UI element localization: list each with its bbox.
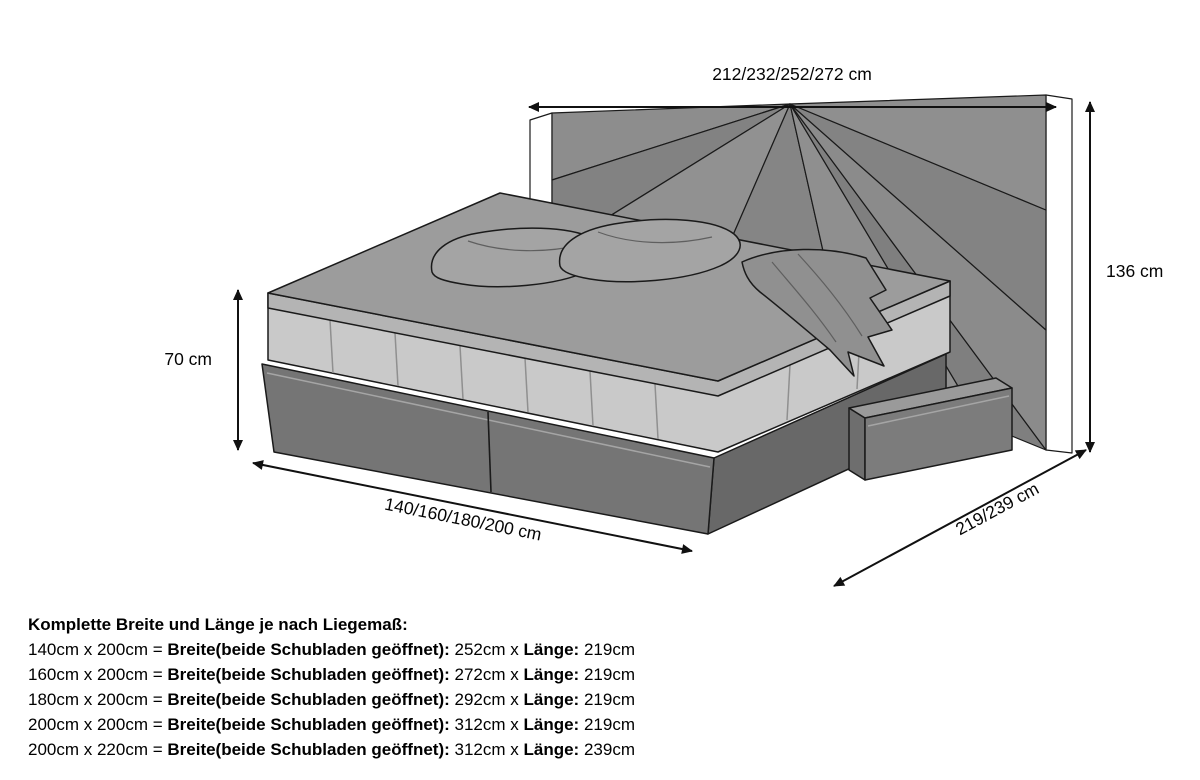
- breite-label: Breite(beide Schubladen geöffnet):: [167, 640, 450, 659]
- laenge-value: 219cm: [579, 690, 635, 709]
- laenge-label: Länge:: [523, 640, 580, 659]
- laenge-label: Länge:: [523, 665, 580, 684]
- laenge-label: Länge:: [523, 740, 580, 759]
- breite-value: 292cm x: [449, 690, 524, 709]
- dim-label-bed-height: 70 cm: [164, 349, 212, 369]
- size-info-title: Komplette Breite und Länge je nach Liege…: [28, 615, 408, 634]
- size-value: 140cm x 200cm =: [28, 640, 168, 659]
- size-value: 200cm x 220cm =: [28, 740, 168, 759]
- dim-label-headboard-height: 136 cm: [1106, 261, 1163, 281]
- laenge-value: 219cm: [579, 715, 635, 734]
- breite-label: Breite(beide Schubladen geöffnet):: [167, 715, 450, 734]
- laenge-label: Länge:: [523, 690, 580, 709]
- mattress: [267, 192, 951, 453]
- size-row: 140cm x 200cm = Breite(beide Schubladen …: [28, 637, 635, 662]
- dim-arrow-bed-depth: [833, 449, 1087, 587]
- drawer-side-face: [848, 407, 866, 481]
- breite-value: 272cm x: [449, 665, 524, 684]
- breite-label: Breite(beide Schubladen geöffnet):: [167, 690, 450, 709]
- mattress-stitches: [329, 319, 861, 440]
- dim-arrow-bed-width: [252, 460, 693, 554]
- laenge-value: 219cm: [579, 640, 635, 659]
- headboard-right-trim: [1045, 94, 1073, 454]
- size-row: 200cm x 220cm = Breite(beide Schubladen …: [28, 737, 635, 762]
- bed-dimension-diagram: 212/232/252/272 cm 136 cm 70 cm 140/160/…: [164, 64, 1163, 587]
- laenge-value: 239cm: [579, 740, 635, 759]
- pillow-right: [558, 218, 741, 283]
- breite-value: 252cm x: [449, 640, 524, 659]
- laenge-label: Länge:: [523, 715, 580, 734]
- size-value: 160cm x 200cm =: [28, 665, 168, 684]
- pillows: [430, 218, 741, 288]
- size-info: Komplette Breite und Länge je nach Liege…: [28, 612, 635, 762]
- dim-label-headboard-width: 212/232/252/272 cm: [712, 64, 872, 84]
- breite-value: 312cm x: [449, 740, 524, 759]
- dim-label-bed-width: 140/160/180/200 cm: [383, 494, 543, 545]
- size-row: 160cm x 200cm = Breite(beide Schubladen …: [28, 662, 635, 687]
- size-value: 200cm x 200cm =: [28, 715, 168, 734]
- laenge-value: 219cm: [579, 665, 635, 684]
- size-row: 180cm x 200cm = Breite(beide Schubladen …: [28, 687, 635, 712]
- breite-label: Breite(beide Schubladen geöffnet):: [167, 740, 450, 759]
- blanket-drape: [741, 248, 893, 377]
- size-row: 200cm x 200cm = Breite(beide Schubladen …: [28, 712, 635, 737]
- size-value: 180cm x 200cm =: [28, 690, 168, 709]
- dim-label-bed-depth: 219/239 cm: [952, 478, 1042, 539]
- breite-label: Breite(beide Schubladen geöffnet):: [167, 665, 450, 684]
- breite-value: 312cm x: [449, 715, 524, 734]
- blanket: [741, 248, 893, 377]
